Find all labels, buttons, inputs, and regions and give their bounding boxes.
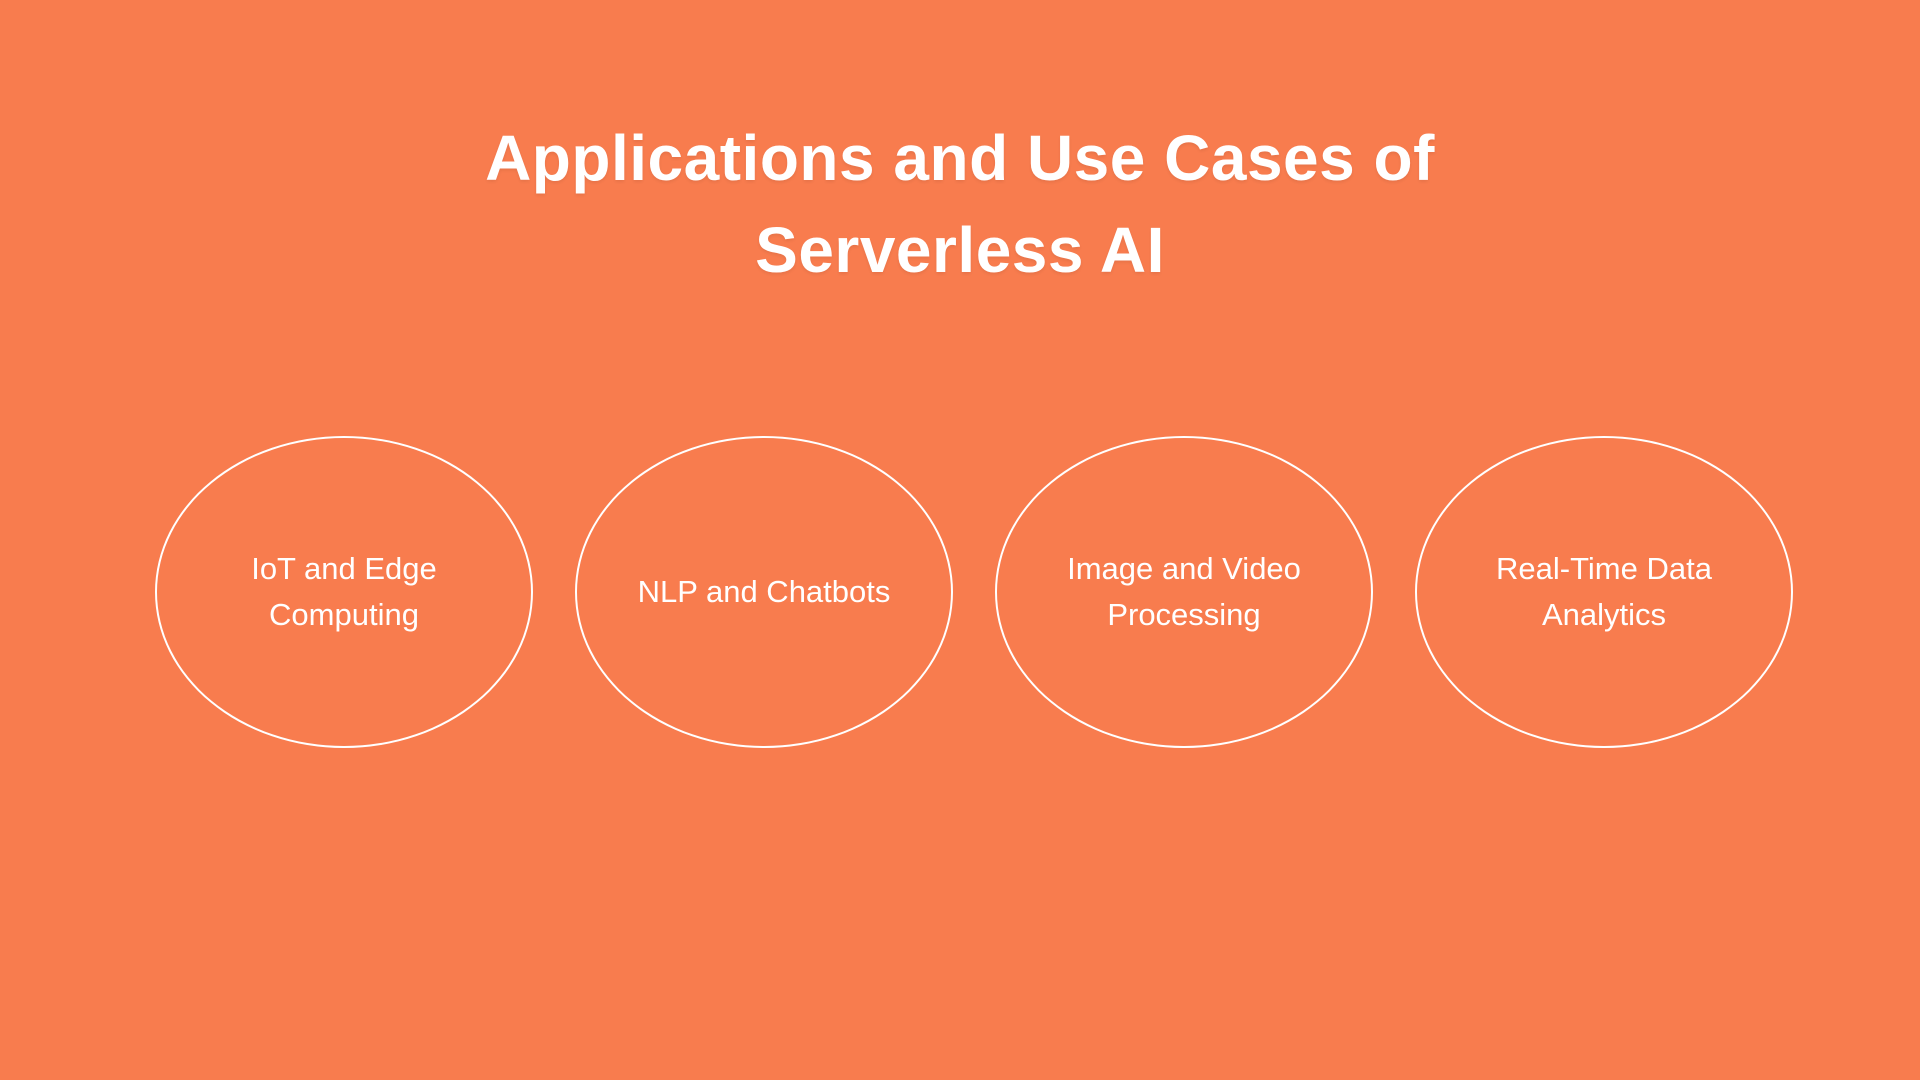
bubble-label-line: NLP and Chatbots xyxy=(637,574,891,609)
bubble-label-line: IoT and Edge xyxy=(251,551,437,586)
bubble-label-line: Analytics xyxy=(1541,597,1667,632)
bubble-iot-and-edge-computing: IoT and Edge Computing xyxy=(155,436,533,748)
page-title-line-1: Applications and Use Cases of xyxy=(485,122,1435,194)
bubble-image-and-video-processing: Image and Video Processing xyxy=(995,436,1373,748)
bubble-label-line: Processing xyxy=(1107,597,1261,632)
bubble-nlp-and-chatbots: NLP and Chatbots xyxy=(575,436,953,748)
page-title: Applications and Use Cases of Serverless… xyxy=(0,112,1920,296)
bubble-label-line: Real-Time Data xyxy=(1496,551,1712,586)
bubble-real-time-data-analytics: Real-Time Data Analytics xyxy=(1415,436,1793,748)
page-title-line-2: Serverless AI xyxy=(755,214,1165,286)
bubble-label-line: Computing xyxy=(269,597,419,632)
bubble-label-line: Image and Video xyxy=(1067,551,1301,586)
